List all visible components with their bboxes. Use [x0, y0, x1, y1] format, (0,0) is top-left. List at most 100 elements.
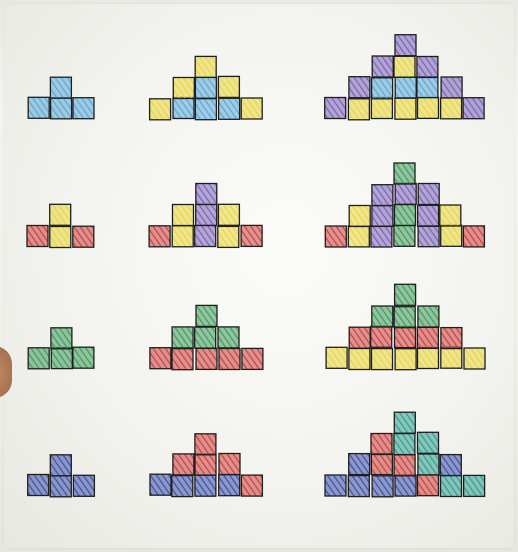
pyramid-2-3	[325, 163, 484, 247]
block-red	[27, 226, 48, 247]
block-yellow	[241, 98, 262, 119]
block-blue	[28, 97, 49, 118]
block-teal	[464, 475, 485, 496]
pyramid-4-1	[28, 455, 95, 497]
block-yellow	[441, 347, 462, 368]
block-red	[241, 225, 262, 246]
block-red	[371, 454, 392, 475]
block-purple	[372, 205, 393, 226]
block-green	[395, 284, 416, 305]
block-yellow	[150, 99, 171, 120]
block-yellow	[441, 225, 462, 246]
block-blue	[395, 77, 416, 98]
block-yellow	[218, 204, 239, 225]
block-navy	[219, 475, 240, 496]
block-red	[418, 475, 439, 496]
block-blue	[195, 99, 216, 120]
block-yellow	[195, 56, 216, 77]
block-red	[196, 348, 217, 369]
block-red	[394, 455, 415, 476]
block-blue	[51, 98, 72, 119]
pyramid-row-1	[28, 35, 484, 120]
block-yellow	[418, 97, 439, 118]
block-navy	[349, 454, 370, 475]
block-green	[195, 327, 216, 348]
block-green	[51, 328, 72, 349]
block-yellow	[173, 205, 194, 226]
block-red	[149, 226, 170, 247]
pyramid-3-1	[28, 328, 94, 369]
block-green	[172, 327, 193, 348]
block-purple	[372, 56, 393, 77]
block-navy	[50, 476, 71, 497]
block-yellow	[218, 226, 239, 247]
block-purple	[325, 98, 346, 119]
block-red	[173, 454, 194, 475]
block-yellow	[372, 349, 393, 370]
block-red	[195, 454, 216, 475]
block-blue	[73, 98, 94, 119]
pyramid-row-4	[28, 412, 485, 497]
block-blue	[417, 77, 438, 98]
block-blue	[195, 77, 216, 98]
block-purple	[196, 204, 217, 225]
pyramid-1-3	[325, 35, 484, 120]
block-red	[150, 348, 171, 369]
pyramid-2-1	[27, 204, 94, 247]
block-yellow	[218, 76, 239, 97]
pyramid-1-2	[150, 56, 263, 119]
block-red	[195, 434, 216, 455]
block-purple	[441, 77, 462, 98]
block-purple	[418, 205, 439, 226]
block-teal	[441, 476, 462, 497]
block-navy	[440, 455, 461, 476]
block-purple	[463, 98, 484, 119]
block-red	[172, 349, 193, 370]
block-green	[394, 307, 415, 328]
block-red	[219, 349, 240, 370]
block-navy	[73, 475, 94, 496]
pyramid-row-2	[27, 163, 484, 248]
block-red	[349, 327, 370, 348]
block-red	[417, 327, 438, 348]
block-red	[371, 434, 392, 455]
block-green	[73, 347, 94, 368]
block-purple	[417, 57, 438, 78]
block-purple	[395, 183, 416, 204]
block-yellow	[50, 204, 71, 225]
block-navy	[372, 476, 393, 497]
block-blue	[173, 98, 194, 119]
block-purple	[371, 226, 392, 247]
block-yellow	[50, 227, 71, 248]
block-green	[418, 306, 439, 327]
block-red	[241, 475, 262, 496]
block-yellow	[464, 348, 485, 369]
block-yellow	[395, 98, 416, 119]
block-green	[196, 305, 217, 326]
block-yellow	[418, 348, 439, 369]
block-red	[73, 226, 94, 247]
block-navy	[28, 475, 49, 496]
block-yellow	[348, 226, 369, 247]
block-red	[219, 454, 240, 475]
block-green	[394, 163, 415, 184]
block-navy	[325, 475, 346, 496]
block-purple	[196, 184, 217, 205]
block-blue	[219, 98, 240, 119]
pyramid-3-2	[150, 305, 263, 369]
block-red	[242, 348, 263, 369]
block-green	[394, 225, 415, 246]
block-green	[395, 205, 416, 226]
block-green	[28, 348, 49, 369]
block-teal	[394, 412, 415, 433]
block-red	[441, 328, 462, 349]
block-navy	[50, 455, 71, 476]
block-green	[372, 306, 393, 327]
block-blue	[372, 78, 393, 99]
block-red	[325, 226, 346, 247]
pyramid-4-3	[325, 412, 485, 497]
pyramid-row-3	[28, 284, 485, 369]
block-navy	[150, 474, 171, 495]
block-yellow	[326, 347, 347, 368]
